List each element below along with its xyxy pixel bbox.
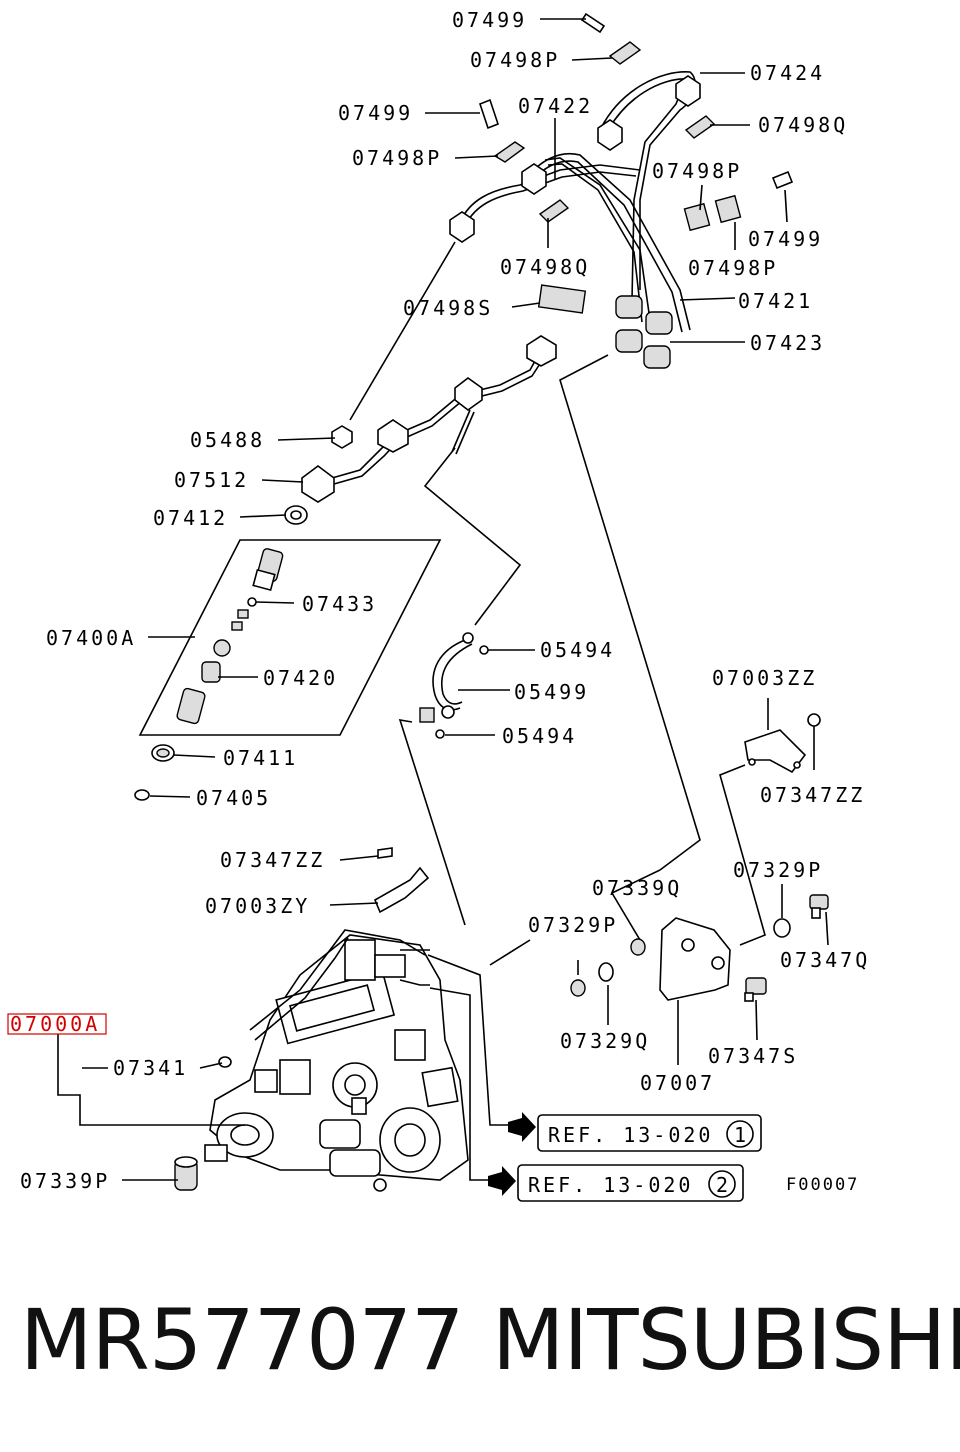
ref-circle-2: 2	[716, 1173, 731, 1197]
label-07347ZZ: 07347ZZ	[760, 783, 865, 807]
injection-pump	[174, 929, 469, 1192]
label-07498P: 07498P	[470, 48, 560, 72]
ref-label-1: REF. 13-020	[548, 1123, 713, 1147]
highlight-box	[7, 1013, 107, 1035]
pipe-clamps	[479, 12, 794, 314]
label-07422: 07422	[518, 94, 593, 118]
label-07329P: 07329P	[528, 913, 618, 937]
leader-lines-lower	[57, 954, 510, 1181]
label-07512: 07512	[174, 468, 249, 492]
label-07411: 07411	[223, 746, 298, 770]
label-07420: 07420	[263, 666, 338, 690]
label-07400A: 07400A	[46, 626, 136, 650]
label-07499: 07499	[338, 101, 413, 125]
figure-code: F00007	[786, 1175, 859, 1195]
label-07499: 07499	[452, 8, 527, 32]
pump-bracket	[489, 869, 829, 1065]
label-07347Q: 07347Q	[780, 948, 870, 972]
label-07421: 07421	[738, 289, 813, 313]
label-07341: 07341	[113, 1056, 188, 1080]
leak-off-hose	[398, 409, 535, 926]
pipe-nuts	[284, 75, 701, 525]
label-07498P: 07498P	[352, 146, 442, 170]
label-07499: 07499	[748, 227, 823, 251]
label-07339Q: 07339Q	[592, 876, 682, 900]
ref-boxes	[488, 1112, 762, 1202]
label-07329Q: 07329Q	[560, 1029, 650, 1053]
leader-lines-top	[239, 18, 788, 871]
part-number: MR577077	[20, 1291, 464, 1389]
part-labels: 07499 07498P 07424 07499 07422 07498Q 07…	[10, 8, 870, 1197]
label-07424: 07424	[750, 61, 825, 85]
label-05494: 05494	[502, 724, 577, 748]
label-07405: 07405	[196, 786, 271, 810]
label-07498Q: 07498Q	[500, 255, 590, 279]
label-07498S: 07498S	[403, 296, 493, 320]
label-07498P: 07498P	[688, 256, 778, 280]
label-05499: 05499	[514, 680, 589, 704]
label-07003ZY: 07003ZY	[205, 894, 310, 918]
ref-label-2: REF. 13-020	[528, 1173, 693, 1197]
label-07412: 07412	[153, 506, 228, 530]
label-07007: 07007	[640, 1071, 715, 1095]
brackets-mid	[329, 698, 821, 946]
label-07498P: 07498P	[652, 159, 742, 183]
label-07003ZZ: 07003ZZ	[712, 666, 817, 690]
delivery-valve-kit	[134, 539, 442, 801]
label-07339P: 07339P	[20, 1169, 110, 1193]
ref-circle-1: 1	[734, 1123, 749, 1147]
brand-name: MITSUBISHI	[492, 1291, 960, 1389]
label-07347S: 07347S	[708, 1044, 798, 1068]
label-07423: 07423	[750, 331, 825, 355]
label-07000A: 07000A	[10, 1012, 100, 1036]
label-07498Q: 07498Q	[758, 113, 848, 137]
label-05494: 05494	[540, 638, 615, 662]
label-05488: 05488	[190, 428, 265, 452]
label-07329P: 07329P	[733, 858, 823, 882]
label-07433: 07433	[302, 592, 377, 616]
label-07347ZZ: 07347ZZ	[220, 848, 325, 872]
injection-pipes	[317, 71, 696, 489]
